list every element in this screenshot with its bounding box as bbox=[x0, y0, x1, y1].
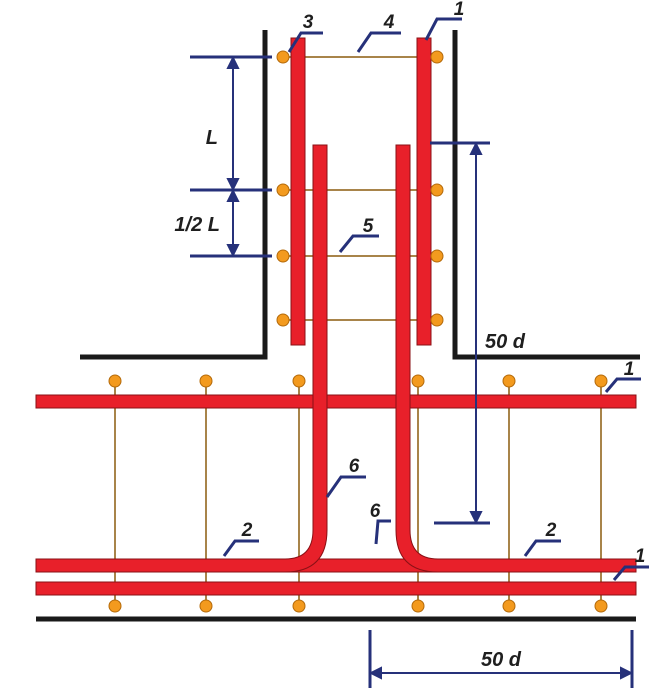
node bbox=[430, 249, 444, 263]
leader-6-left bbox=[325, 475, 366, 498]
node bbox=[292, 599, 306, 613]
leader-5 bbox=[338, 234, 379, 253]
leader-lines bbox=[222, 17, 649, 581]
starter-bar-left bbox=[35, 144, 328, 573]
foundation-top-bar bbox=[35, 394, 637, 409]
node bbox=[276, 50, 290, 64]
node bbox=[502, 599, 516, 613]
label-4: 4 bbox=[383, 12, 395, 33]
dim-label-anchor-vertical: 50 d bbox=[485, 331, 526, 353]
node bbox=[276, 183, 290, 197]
leader-2-left bbox=[222, 539, 259, 557]
label-2-left: 2 bbox=[241, 520, 253, 541]
node bbox=[430, 183, 444, 197]
concrete-outline bbox=[36, 30, 640, 622]
label-1-bot: 1 bbox=[635, 546, 646, 567]
arrow-head bbox=[226, 178, 240, 192]
node bbox=[276, 249, 290, 263]
tie-nodes bbox=[108, 50, 608, 613]
column-left-edge bbox=[80, 30, 268, 360]
leader-1-top bbox=[424, 17, 462, 41]
node bbox=[502, 374, 516, 388]
node bbox=[411, 374, 425, 388]
arrow-head bbox=[469, 511, 483, 525]
dim-label-L: L bbox=[206, 127, 218, 149]
arrow-head bbox=[620, 666, 634, 680]
column-bar-right bbox=[416, 37, 432, 346]
label-1-top: 1 bbox=[454, 0, 465, 20]
node bbox=[108, 374, 122, 388]
leader-2-right bbox=[523, 539, 561, 557]
arrow-head bbox=[469, 141, 483, 155]
dim-label-half-L: 1/2 L bbox=[174, 214, 220, 236]
stirrups bbox=[114, 56, 602, 606]
arrow-head bbox=[226, 244, 240, 258]
node bbox=[199, 599, 213, 613]
node bbox=[594, 374, 608, 388]
dimension-lines bbox=[190, 55, 634, 688]
leader-1-bot bbox=[612, 565, 649, 581]
foundation-bottom-bar-lower bbox=[35, 581, 637, 596]
arrow-head bbox=[368, 666, 382, 680]
arrow-head bbox=[226, 188, 240, 202]
arrow-head bbox=[226, 55, 240, 69]
label-6-right: 6 bbox=[370, 501, 381, 522]
label-3: 3 bbox=[303, 12, 314, 33]
leader-4 bbox=[356, 31, 401, 53]
rebars bbox=[35, 37, 637, 596]
label-6-left: 6 bbox=[349, 456, 360, 477]
node bbox=[292, 374, 306, 388]
node bbox=[276, 313, 290, 327]
node bbox=[594, 599, 608, 613]
dim-label-anchor-horizontal: 50 d bbox=[481, 649, 522, 671]
label-5: 5 bbox=[363, 216, 374, 237]
node bbox=[411, 599, 425, 613]
leader-3 bbox=[287, 31, 323, 53]
node bbox=[108, 599, 122, 613]
label-1-mid: 1 bbox=[624, 359, 635, 380]
column-bar-left bbox=[290, 37, 306, 346]
node bbox=[199, 374, 213, 388]
column-right-edge bbox=[452, 30, 640, 360]
leader-1-mid bbox=[604, 377, 641, 393]
node bbox=[430, 313, 444, 327]
node bbox=[430, 50, 444, 64]
dimension-arrows bbox=[226, 55, 634, 680]
leader-6-right bbox=[374, 519, 391, 545]
label-2-right: 2 bbox=[545, 520, 557, 541]
